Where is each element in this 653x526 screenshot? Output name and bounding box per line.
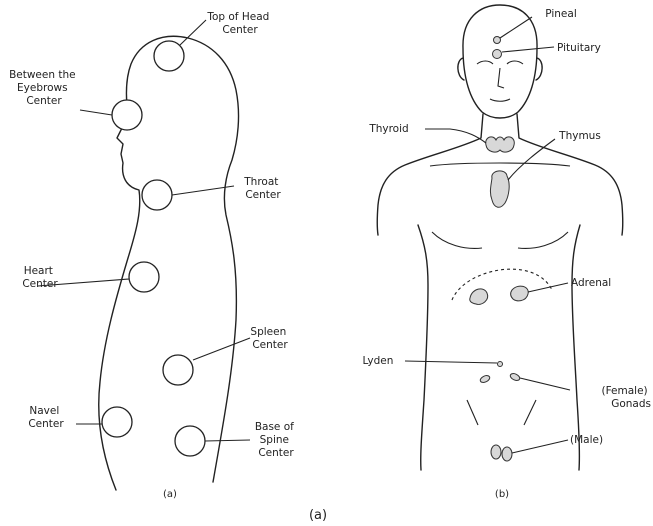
between-eyebrows-label: Between the Eyebrows Center	[9, 69, 79, 107]
mouth	[490, 99, 510, 101]
thyroid-gland	[486, 137, 515, 152]
pituitary-label: Pituitary	[557, 42, 601, 54]
nose	[498, 68, 504, 88]
base-of-spine-label: Base of Spine Center	[255, 421, 297, 459]
heart-label: Heart Center	[22, 265, 58, 290]
pineal-gland	[494, 37, 501, 44]
top-of-head-leader	[180, 20, 206, 45]
right-adrenal-gland	[511, 286, 529, 301]
right-panel: Pineal Pituitary Thyroid Thymus Adrenal …	[363, 5, 651, 500]
navel-label: Navel Center	[28, 405, 64, 430]
right-panel-sublabel: (b)	[495, 489, 509, 500]
left-groin-line	[467, 400, 478, 425]
left-eye	[477, 61, 493, 64]
adrenal-leader	[528, 283, 568, 292]
left-panel: Top of Head Center Between the Eyebrows …	[9, 11, 297, 500]
lyden-gland	[498, 362, 503, 367]
throat-label: Throat Center	[243, 176, 281, 201]
throat-center-circle	[142, 180, 172, 210]
base-of-spine-center-circle	[175, 426, 205, 456]
right-chest-line	[518, 232, 568, 248]
pineal-label: Pineal	[545, 8, 577, 20]
figure-caption: (a)	[309, 508, 327, 523]
base-of-spine-leader	[205, 440, 250, 441]
female-gonads-label: (Female) Gonads	[601, 385, 651, 410]
female-gonad-left	[479, 374, 491, 384]
lyden-leader	[405, 361, 497, 363]
left-armpit-flank	[418, 225, 428, 470]
right-eye	[507, 61, 523, 64]
left-adrenal-gland	[470, 289, 488, 305]
pituitary-leader	[502, 47, 554, 52]
collarbone-line	[430, 163, 570, 166]
adrenal-label: Adrenal	[571, 277, 611, 289]
navel-center-circle	[102, 407, 132, 437]
lyden-label: Lyden	[363, 355, 394, 367]
top-of-head-label: Top of Head Center	[206, 11, 272, 36]
spleen-center-circle	[163, 355, 193, 385]
male-gonads-label: (Male)	[570, 434, 603, 446]
female-gonad-right	[509, 372, 521, 382]
between-eyebrows-center-circle	[112, 100, 142, 130]
diaphragm-dashed-arc	[452, 269, 552, 300]
thymus-label: Thymus	[558, 130, 601, 142]
thymus-gland	[490, 171, 509, 207]
heart-center-circle	[129, 262, 159, 292]
left-chest-line	[432, 232, 482, 248]
pineal-leader	[500, 17, 532, 38]
spleen-label: Spleen Center	[250, 326, 289, 351]
between-eyebrows-leader	[80, 110, 112, 115]
top-of-head-center-circle	[154, 41, 184, 71]
male-gonad-left	[491, 445, 501, 459]
spleen-leader	[193, 338, 250, 360]
female-gonads-leader	[520, 378, 570, 390]
thyroid-leader	[425, 129, 486, 143]
thyroid-label: Thyroid	[368, 123, 408, 135]
thymus-leader	[508, 139, 555, 180]
left-panel-sublabel: (a)	[163, 489, 177, 500]
pituitary-gland	[493, 50, 502, 59]
right-groin-line	[524, 400, 536, 425]
male-gonads-leader	[512, 440, 568, 453]
male-gonad-right	[502, 447, 512, 461]
